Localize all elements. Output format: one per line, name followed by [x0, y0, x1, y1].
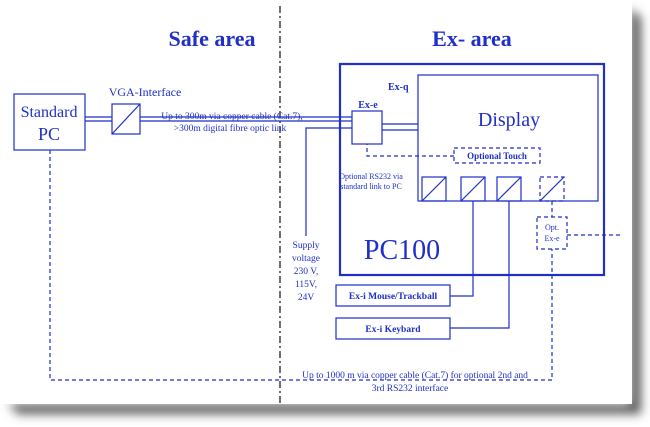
converter-diagonal-4 — [539, 176, 565, 202]
bottom-note-line1: Up to 1000 m via copper cable (Cat.7) fo… — [302, 370, 528, 381]
converter-box-1 — [421, 176, 447, 202]
supply-label-line2: voltage — [292, 254, 320, 264]
cable-note-line2: >300m digital fibre optic link — [174, 123, 287, 134]
standard-pc-label-line1: Standard — [21, 104, 78, 121]
page-background — [0, 0, 632, 404]
rs232-note-line2: standard link to PC — [340, 182, 402, 191]
opt-ex-e-box — [536, 216, 568, 250]
supply-label-line3: 230 V, — [294, 267, 318, 277]
vga-converter-diagonal — [111, 103, 141, 135]
cable-note-line1: Up to 300m via copper cable (Cat.7), — [161, 111, 302, 122]
ex-q-label: Ex-q — [388, 82, 409, 93]
converter-diagonal-1 — [421, 176, 447, 202]
optional-touch-box — [453, 147, 541, 164]
vga-interface-label: VGA-Interface — [109, 85, 182, 99]
pc100-enclosure — [338, 62, 606, 277]
optional-touch-label: Optional Touch — [467, 151, 527, 161]
opt-ex-e-label-line1: Opt. — [545, 223, 559, 232]
supply-label-line5: 24V — [298, 293, 315, 303]
converter-diagonal-2 — [460, 176, 486, 202]
pc100-label: PC100 — [364, 235, 440, 266]
display-box — [417, 74, 599, 202]
link-mouse-converter — [450, 201, 474, 297]
rs232-long-link — [49, 150, 553, 381]
bottom-note-line2: 3rd RS232 interface — [372, 383, 449, 394]
link-keyboard-converter — [450, 201, 510, 329]
rs232-note-line1: Optional RS232 via — [339, 172, 403, 181]
ex-e-box — [351, 110, 383, 145]
vga-converter-box — [111, 103, 141, 135]
safe-area-heading: Safe area — [169, 26, 256, 51]
link-touch-exe — [366, 144, 454, 157]
opt-ex-e-label-line2: Ex-e — [544, 234, 560, 243]
supply-label-line4: 115V, — [295, 280, 317, 290]
ex-area-heading: Ex- area — [432, 26, 512, 51]
display-label: Display — [478, 109, 540, 131]
mouse-label: Ex-i Mouse/Trackball — [349, 292, 438, 302]
standard-pc-label-line2: PC — [38, 124, 60, 144]
ex-e-label: Ex-e — [358, 100, 378, 111]
supply-line — [305, 127, 352, 236]
converter-diagonal-3 — [496, 176, 522, 202]
supply-label-line1: Supply — [293, 241, 320, 251]
keyboard-label: Ex-i Keybard — [365, 325, 421, 335]
